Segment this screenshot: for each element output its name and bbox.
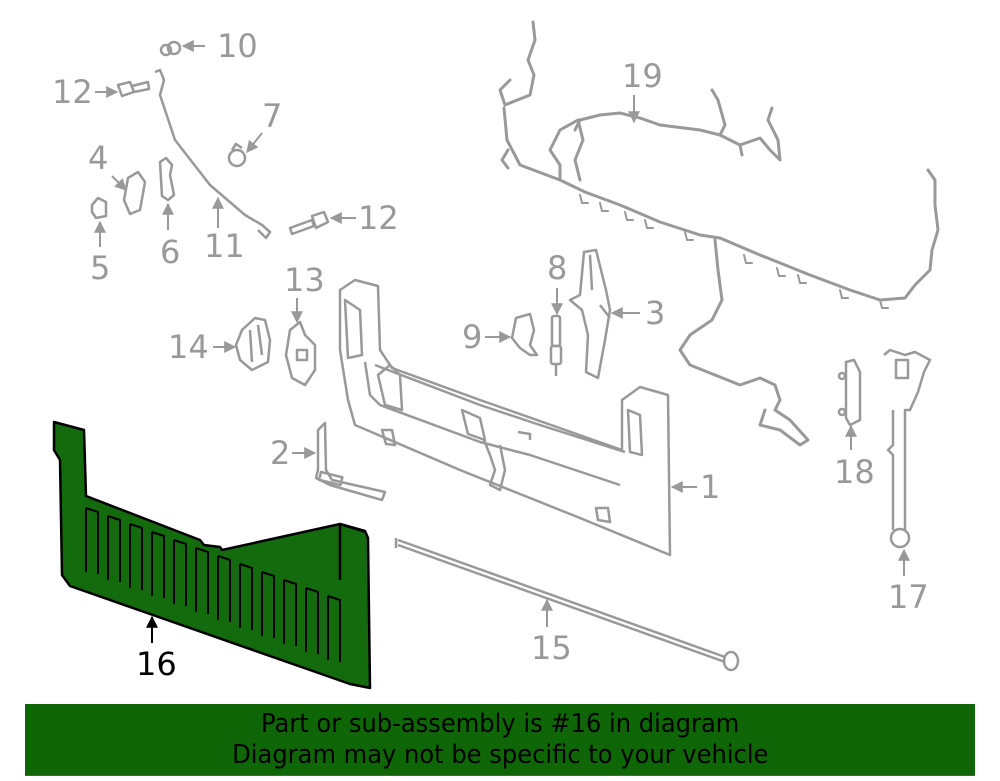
part-12-top bbox=[116, 80, 151, 98]
part-15-rod bbox=[394, 538, 740, 672]
part-small-hardware bbox=[90, 40, 330, 240]
part-2-bracket bbox=[314, 421, 387, 502]
part-5 bbox=[90, 196, 108, 220]
callout-18[interactable]: 18 bbox=[834, 453, 875, 491]
callout-12-right[interactable]: 12 bbox=[358, 199, 399, 237]
callout-14[interactable]: 14 bbox=[168, 328, 209, 366]
callout-9[interactable]: 9 bbox=[462, 318, 483, 356]
callout-12-top[interactable]: 12 bbox=[52, 73, 93, 111]
banner-line-part: Part or sub-assembly is #16 in diagram bbox=[260, 708, 740, 739]
info-banner: Part or sub-assembly is #16 in diagram D… bbox=[25, 704, 975, 776]
callout-7[interactable]: 7 bbox=[262, 97, 283, 135]
callout-6[interactable]: 6 bbox=[160, 233, 181, 271]
callout-10[interactable]: 10 bbox=[217, 27, 258, 65]
callout-13[interactable]: 13 bbox=[284, 261, 325, 299]
part-14-latch bbox=[234, 316, 272, 372]
part-19-wiring-harness bbox=[498, 20, 940, 447]
callout-5[interactable]: 5 bbox=[90, 249, 111, 287]
part-3-reinforcement bbox=[568, 248, 612, 380]
callout-11[interactable]: 11 bbox=[204, 227, 245, 265]
part-17-cable bbox=[883, 348, 932, 549]
part-4 bbox=[122, 170, 147, 216]
banner-line-disclaimer: Diagram may not be specific to your vehi… bbox=[231, 739, 769, 770]
part-18-pin bbox=[837, 358, 862, 427]
part-13-latch bbox=[284, 320, 317, 387]
callout-8[interactable]: 8 bbox=[547, 249, 568, 287]
part-11-cable bbox=[154, 68, 272, 240]
callout-17[interactable]: 17 bbox=[888, 578, 929, 616]
parts-diagram bbox=[52, 20, 940, 690]
callout-16[interactable]: 16 bbox=[136, 645, 177, 683]
part-16-tailgate-liner bbox=[52, 420, 372, 690]
callout-15[interactable]: 15 bbox=[531, 629, 572, 667]
part-7 bbox=[227, 148, 247, 168]
part-1-tailgate-panel bbox=[338, 278, 672, 557]
callout-19[interactable]: 19 bbox=[622, 57, 663, 95]
callout-4[interactable]: 4 bbox=[88, 139, 109, 177]
part-8-strut bbox=[549, 314, 563, 376]
callout-1[interactable]: 1 bbox=[700, 468, 721, 506]
part-9-clip bbox=[510, 312, 539, 357]
part-10 bbox=[159, 43, 173, 57]
callout-arrows bbox=[94, 40, 910, 627]
part-6 bbox=[158, 156, 176, 202]
callout-2[interactable]: 2 bbox=[270, 434, 291, 472]
part-12-right bbox=[288, 210, 330, 236]
callout-3[interactable]: 3 bbox=[645, 294, 666, 332]
